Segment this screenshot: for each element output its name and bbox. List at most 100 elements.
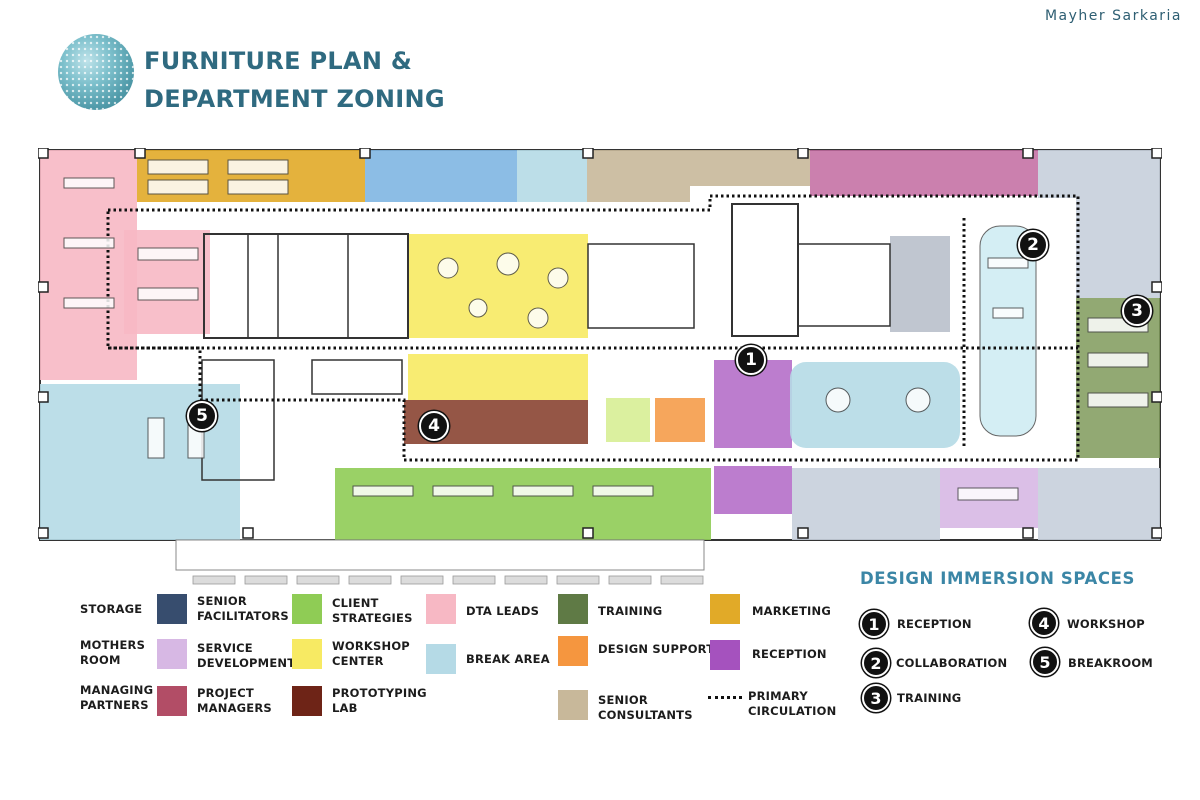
legend-prototyping-lab: PROTOTYPING LAB bbox=[332, 686, 427, 716]
zone-design-support bbox=[655, 398, 705, 442]
legend-workshop-center-l1: WORKSHOP bbox=[332, 639, 410, 653]
legend-client-strategies: CLIENT STRATEGIES bbox=[332, 596, 413, 626]
globe-logo-icon bbox=[58, 34, 134, 110]
zone-dta-leads-inner bbox=[124, 230, 210, 334]
title-line-1: FURNITURE PLAN & bbox=[144, 47, 413, 75]
zone-project-managers-north bbox=[810, 150, 1038, 196]
south-terrace bbox=[175, 539, 705, 571]
swatch-senior-facilitators bbox=[157, 594, 187, 624]
restrooms bbox=[587, 243, 695, 329]
south-terrace-vents bbox=[192, 575, 704, 585]
zone-storage-south bbox=[792, 468, 940, 540]
legend-senior-facilitators: SENIOR FACILITATORS bbox=[197, 594, 289, 624]
immersion-num-2: 2 bbox=[862, 649, 890, 677]
zone-break-area-center bbox=[790, 362, 960, 448]
legend-managing-partners-l2: PARTNERS bbox=[80, 698, 149, 712]
immersion-num-3: 3 bbox=[862, 684, 890, 712]
legend-project-managers-l1: PROJECT bbox=[197, 686, 254, 700]
immersion-num-1: 1 bbox=[860, 610, 888, 638]
swatch-training bbox=[558, 594, 588, 624]
swatch-project-managers bbox=[157, 686, 187, 716]
core-east bbox=[797, 243, 891, 327]
legend-storage: STORAGE bbox=[80, 602, 143, 616]
swatch-senior-consultants bbox=[558, 690, 588, 720]
legend-prototyping-lab-l2: LAB bbox=[332, 701, 358, 715]
immersion-num-5: 5 bbox=[1031, 648, 1059, 676]
legend-mothers-room: MOTHERS ROOM bbox=[80, 638, 145, 668]
core-west bbox=[203, 233, 409, 339]
zone-reception-south bbox=[714, 466, 792, 514]
author-name: Mayher Sarkaria bbox=[1044, 8, 1182, 24]
legend-primary-circulation-l1: PRIMARY bbox=[748, 689, 808, 703]
legend-senior-facilitators-l2: FACILITATORS bbox=[197, 609, 289, 623]
legend-workshop-center: WORKSHOP CENTER bbox=[332, 639, 410, 669]
legend-reception: RECEPTION bbox=[752, 647, 827, 661]
swatch-design-support bbox=[558, 636, 588, 666]
zone-marker-reception: 1 bbox=[736, 345, 766, 375]
legend-mothers-room-l1: MOTHERS bbox=[80, 638, 146, 652]
legend-client-strategies-l1: CLIENT bbox=[332, 596, 379, 610]
primary-circulation-loop bbox=[106, 194, 1080, 462]
zone-marker-workshop: 4 bbox=[419, 411, 449, 441]
zone-client-strategies bbox=[335, 468, 711, 540]
zone-senior-consultants-2 bbox=[690, 150, 810, 186]
zone-marker-collaboration: 2 bbox=[1018, 230, 1048, 260]
primary-circulation-line-icon bbox=[708, 696, 742, 699]
swatch-break-area bbox=[426, 644, 456, 674]
legend-senior-consultants-l2: CONSULTANTS bbox=[598, 708, 693, 722]
zone-storage-se bbox=[1038, 468, 1160, 540]
title-line-2: DEPARTMENT ZONING bbox=[144, 85, 445, 113]
page-title: FURNITURE PLAN & DEPARTMENT ZONING bbox=[144, 42, 445, 118]
zone-client-small bbox=[606, 398, 650, 442]
legend-training: TRAINING bbox=[598, 604, 663, 618]
legend-prototyping-lab-l1: PROTOTYPING bbox=[332, 686, 427, 700]
legend-mothers-room-l2: ROOM bbox=[80, 653, 121, 667]
swatch-prototyping-lab bbox=[292, 686, 322, 716]
zone-blue-north bbox=[365, 150, 517, 202]
legend-break-area: BREAK AREA bbox=[466, 652, 550, 666]
legend-marketing: MARKETING bbox=[752, 604, 831, 618]
immersion-num-4: 4 bbox=[1030, 609, 1058, 637]
legend-project-managers-l2: MANAGERS bbox=[197, 701, 272, 715]
swatch-marketing bbox=[710, 594, 740, 624]
floor-plan: 1 2 3 4 5 bbox=[38, 148, 1162, 594]
immersion-label-collaboration: COLLABORATION bbox=[896, 656, 1008, 670]
swatch-client-strategies bbox=[292, 594, 322, 624]
zone-senior-consultants-1 bbox=[587, 150, 690, 202]
swatch-service-development bbox=[157, 639, 187, 669]
legend-service-development: SERVICE DEVELOPMENT bbox=[197, 641, 295, 671]
zone-workshop-center-south bbox=[408, 354, 588, 400]
immersion-title: DESIGN IMMERSION SPACES bbox=[860, 569, 1135, 588]
swatch-reception bbox=[710, 640, 740, 670]
legend-managing-partners: MANAGING PARTNERS bbox=[80, 683, 153, 713]
legend-workshop-center-l2: CENTER bbox=[332, 654, 384, 668]
furniture-marks bbox=[63, 159, 1149, 501]
legend-design-support: DESIGN SUPPORT bbox=[598, 642, 715, 656]
legend-service-development-l1: SERVICE bbox=[197, 641, 253, 655]
immersion-label-reception: RECEPTION bbox=[897, 617, 972, 631]
stair-south bbox=[311, 359, 403, 395]
zone-marker-breakroom: 5 bbox=[187, 401, 217, 431]
immersion-label-training: TRAINING bbox=[897, 691, 962, 705]
legend-senior-consultants: SENIOR CONSULTANTS bbox=[598, 693, 693, 723]
structural-columns bbox=[38, 148, 1162, 539]
zone-senior-facilitators bbox=[890, 236, 950, 332]
zone-marker-training: 3 bbox=[1122, 296, 1152, 326]
legend-senior-consultants-l1: SENIOR bbox=[598, 693, 648, 707]
zone-storage-east bbox=[1076, 198, 1160, 298]
zone-storage-ne bbox=[1038, 150, 1160, 198]
legend-primary-circulation-l2: CIRCULATION bbox=[748, 704, 837, 718]
swatch-dta-leads bbox=[426, 594, 456, 624]
zone-break-north bbox=[517, 150, 587, 202]
legend-project-managers: PROJECT MANAGERS bbox=[197, 686, 272, 716]
legend-service-development-l2: DEVELOPMENT bbox=[197, 656, 296, 670]
legend-client-strategies-l2: STRATEGIES bbox=[332, 611, 413, 625]
legend-dta-leads: DTA LEADS bbox=[466, 604, 540, 618]
legend-primary-circulation: PRIMARY CIRCULATION bbox=[748, 689, 836, 719]
immersion-label-breakroom: BREAKROOM bbox=[1068, 656, 1153, 670]
immersion-label-workshop: WORKSHOP bbox=[1067, 617, 1145, 631]
floor-plan-drawing bbox=[38, 148, 1162, 585]
legend-managing-partners-l1: MANAGING bbox=[80, 683, 154, 697]
zone-collaboration bbox=[979, 225, 1037, 437]
legend-senior-facilitators-l1: SENIOR bbox=[197, 594, 247, 608]
